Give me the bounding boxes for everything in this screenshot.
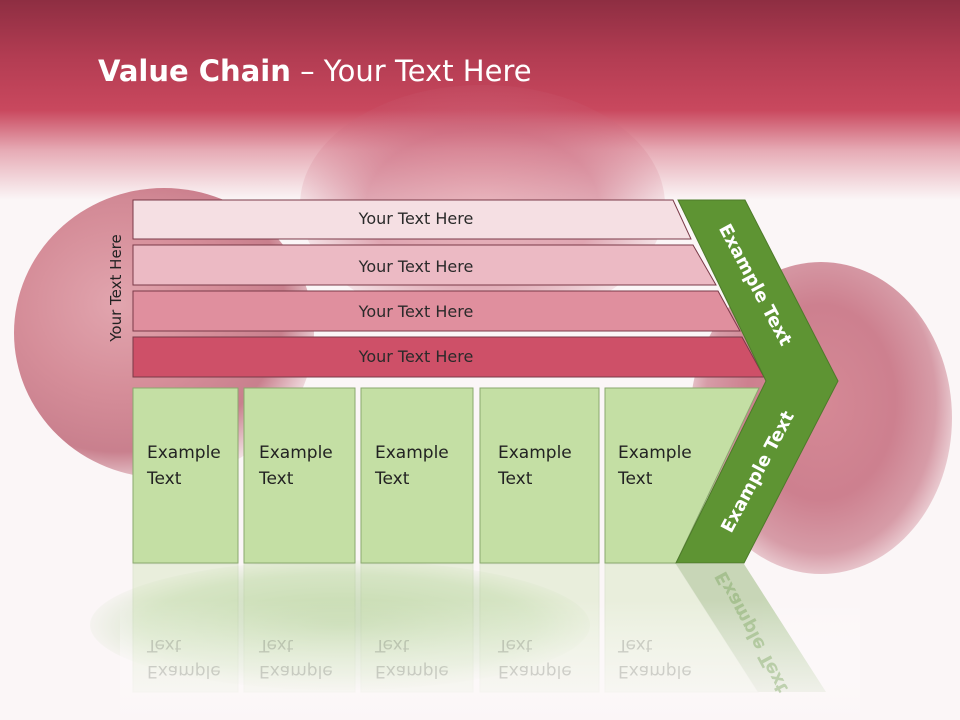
primary-box-2-label-reflection: Example Text bbox=[259, 635, 333, 681]
support-bar-3[interactable] bbox=[132, 290, 741, 332]
primary-box-2[interactable] bbox=[243, 387, 356, 564]
support-bar-4-label: Your Text Here bbox=[358, 347, 474, 366]
primary-box-3-label-reflection: Example Text bbox=[375, 635, 449, 681]
slide-title[interactable]: Value Chain – Your Text Here bbox=[98, 54, 532, 94]
support-bar-2[interactable] bbox=[132, 244, 717, 286]
primary-box-1-label-reflection: Example Text bbox=[147, 635, 221, 681]
slide-title-rest: – Your Text Here bbox=[290, 54, 532, 88]
support-bar-3-label: Your Text Here bbox=[358, 302, 474, 321]
support-bar-1[interactable] bbox=[132, 199, 692, 240]
primary-box-5-label-reflection: Example Text bbox=[618, 635, 692, 681]
primary-box-3[interactable] bbox=[360, 387, 474, 564]
support-bar-2-label: Your Text Here bbox=[358, 257, 474, 276]
primary-box-1[interactable] bbox=[132, 387, 239, 564]
primary-box-4[interactable] bbox=[479, 387, 600, 564]
support-bar-1-label: Your Text Here bbox=[358, 209, 474, 228]
reflection-fade bbox=[120, 600, 860, 720]
primary-box-4-label-reflection: Example Text bbox=[498, 635, 572, 681]
slide-title-bold: Value Chain bbox=[98, 54, 291, 88]
primary-box-1-label: Example Text bbox=[147, 443, 221, 489]
primary-box-2-label: Example Text bbox=[259, 443, 333, 489]
primary-box-5-label: Example Text bbox=[618, 443, 692, 489]
primary-box-4-label: Example Text bbox=[498, 443, 572, 489]
margin-chevron[interactable] bbox=[675, 199, 839, 564]
primary-box-3-label: Example Text bbox=[375, 443, 449, 489]
